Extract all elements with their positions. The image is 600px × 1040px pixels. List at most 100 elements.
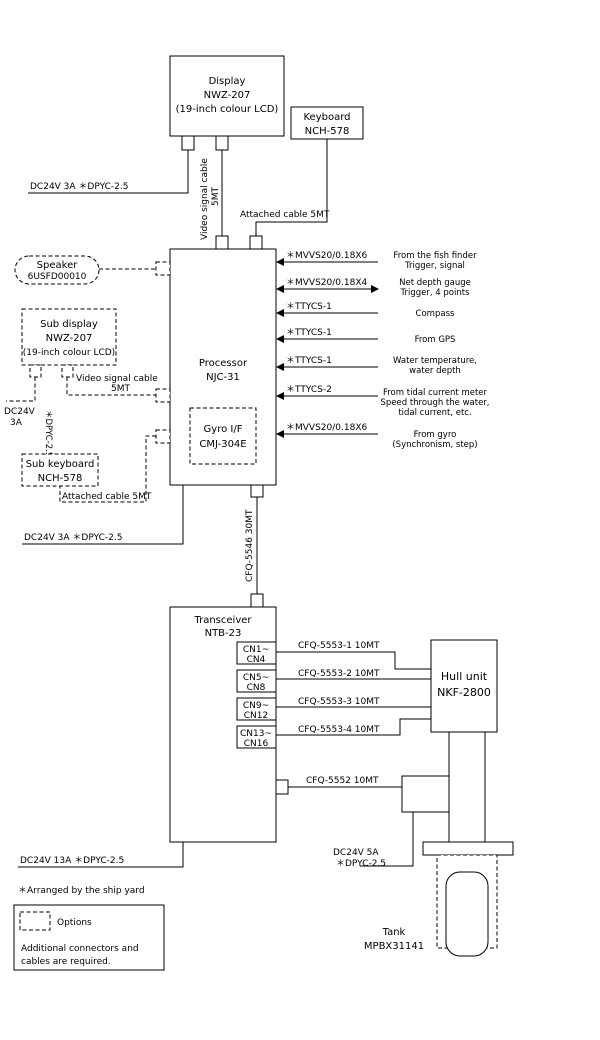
processor-power-label: DC24V 3A ＊DPYC-2.5	[24, 533, 122, 543]
transceiver-port-top	[250, 593, 264, 609]
processor-port-subdisplay	[155, 388, 171, 403]
connectors-group: CN1~CN4 CFQ-5553-1 10MT CN5~CN8 CFQ-5553-2 …	[236, 641, 431, 749]
transceiver-port-hull	[275, 779, 289, 795]
input-cable-label: ＊MVVS20/0.18X6	[286, 251, 367, 261]
sub-power-label-2: 3A	[10, 418, 23, 428]
hull-unit: Hull unit NKF-2800	[401, 639, 514, 856]
sub-display-port-video	[61, 364, 74, 378]
processor-port-speaker	[155, 261, 171, 276]
connector-cable-line	[276, 718, 431, 736]
tank-model: MPBX31141	[364, 941, 424, 952]
speaker-title: Speaker	[37, 260, 79, 271]
display-title: Display	[209, 76, 246, 87]
tank-title: Tank	[382, 927, 406, 938]
connector-cable-label: CFQ-5553-3 10MT	[298, 697, 380, 707]
sub-video-length: 5MT	[111, 384, 130, 394]
processor-model: NJC-31	[206, 372, 240, 383]
connector-block	[236, 641, 277, 665]
input-description: From tidal current meter	[383, 388, 488, 398]
keyboard-title: Keyboard	[303, 112, 350, 123]
connector-label-bottom: CN16	[244, 739, 269, 749]
input-description: Speed through the water,	[380, 398, 489, 408]
keyboard-unit: Keyboard NCH-578	[290, 106, 364, 140]
hull-power-line	[360, 812, 414, 867]
connector-cable-label: CFQ-5553-4 10MT	[298, 725, 380, 735]
video-signal-length: 5MT	[211, 187, 221, 206]
connector-label-bottom: CN8	[247, 683, 266, 693]
input-description: (Synchronism, step)	[392, 440, 477, 450]
connector-block	[236, 697, 277, 721]
display-desc: (19-inch colour LCD)	[176, 104, 279, 115]
sub-keyboard-title: Sub keyboard	[26, 459, 95, 470]
processor-power-line	[22, 485, 184, 545]
hull-power-label-2: ＊DPYC-2.5	[336, 859, 386, 869]
legend-note-1: Additional connectors and	[21, 944, 139, 954]
transceiver-model: NTB-23	[205, 628, 242, 639]
processor-port-transceiver	[250, 484, 264, 498]
input-cable-label: ＊TTYCS-1	[286, 356, 332, 366]
shipyard-note: ＊Arranged by the ship yard	[18, 886, 145, 896]
input-description: From the fish finder	[393, 251, 477, 261]
processor-unit: Processor NJC-31 Gyro I/F CMJ-304E	[155, 235, 277, 498]
legend-box: Options Additional connectors and cables…	[13, 904, 165, 971]
sub-video-label: Video signal cable	[76, 374, 158, 384]
input-description: Trigger, signal	[404, 261, 465, 271]
display-port-power	[181, 135, 195, 151]
display-power-label: DC24V 3A ＊DPYC-2.5	[30, 182, 128, 192]
video-signal-label: Video signal cable	[200, 158, 210, 240]
options-symbol	[19, 911, 51, 931]
sub-power-line	[6, 377, 36, 402]
connector-block	[236, 669, 277, 693]
input-description: water depth	[409, 366, 461, 376]
connector-cable-line	[276, 651, 431, 670]
sub-display-port-power	[29, 364, 42, 378]
inputs-group: ＊MVVS20/0.18X6 From the fish finderTrigge…	[276, 251, 490, 450]
connector-cable-label: CFQ-5553-1 10MT	[298, 641, 380, 651]
input-description: From GPS	[415, 335, 456, 345]
display-port-video	[215, 135, 229, 151]
cfq5546-label: CFQ-5546 30MT	[245, 509, 255, 582]
processor-port-keyboard	[249, 235, 263, 251]
keyboard-model: NCH-578	[305, 126, 350, 137]
sub-display-title: Sub display	[40, 319, 98, 330]
sub-power-cable-label: ＊DPYC-2.5	[43, 410, 53, 457]
input-cable-label: ＊TTYCS-1	[286, 328, 332, 338]
input-description: Net depth gauge	[399, 278, 471, 288]
input-cable-label: ＊TTYCS-2	[286, 385, 332, 395]
sub-attached-label: Attached cable 5MT	[62, 492, 152, 502]
transducer-dome	[445, 871, 489, 957]
transceiver-power-label: DC24V 13A ＊DPYC-2.5	[20, 856, 124, 866]
gyro-if-title: Gyro I/F	[204, 424, 243, 435]
hull-junction-box	[401, 775, 450, 813]
connector-cable-label: CFQ-5553-2 10MT	[298, 669, 380, 679]
display-power-line	[28, 150, 189, 194]
speaker-unit: Speaker 6USFD00010	[14, 255, 100, 285]
speaker-model: 6USFD00010	[28, 272, 87, 282]
transceiver-power-line	[18, 842, 184, 868]
legend-note-2: cables are required.	[21, 957, 111, 967]
input-description: Water temperature,	[393, 356, 477, 366]
processor-title: Processor	[199, 358, 248, 369]
display-unit: Display NWZ-207 (19-inch colour LCD)	[169, 55, 285, 151]
sub-keyboard-model: NCH-578	[38, 473, 83, 484]
transceiver-title: Transceiver	[193, 615, 252, 626]
hull-flange	[422, 841, 514, 856]
input-description: tidal current, etc.	[398, 408, 471, 418]
sub-keyboard-cable-line	[59, 435, 156, 503]
connector-label-top: CN1~	[243, 645, 269, 655]
connector-label-top: CN9~	[243, 701, 269, 711]
gyro-if-model: CMJ-304E	[199, 439, 246, 450]
connector-block	[236, 725, 277, 749]
processor-port-subkeyboard	[155, 429, 171, 444]
tank-unit: Tank MPBX31141	[364, 854, 498, 957]
input-cable-label: ＊TTYCS-1	[286, 302, 332, 312]
input-description: Compass	[416, 309, 455, 319]
sub-keyboard-unit: Sub keyboard NCH-578	[21, 453, 99, 487]
connector-label-bottom: CN4	[247, 655, 266, 665]
input-cable-label: ＊MVVS20/0.18X4	[286, 278, 367, 288]
sub-power-label-1: DC24V	[4, 407, 36, 417]
hull-unit-title: Hull unit	[441, 670, 488, 683]
connector-label-top: CN5~	[243, 673, 269, 683]
gyro-if-box	[189, 407, 257, 465]
